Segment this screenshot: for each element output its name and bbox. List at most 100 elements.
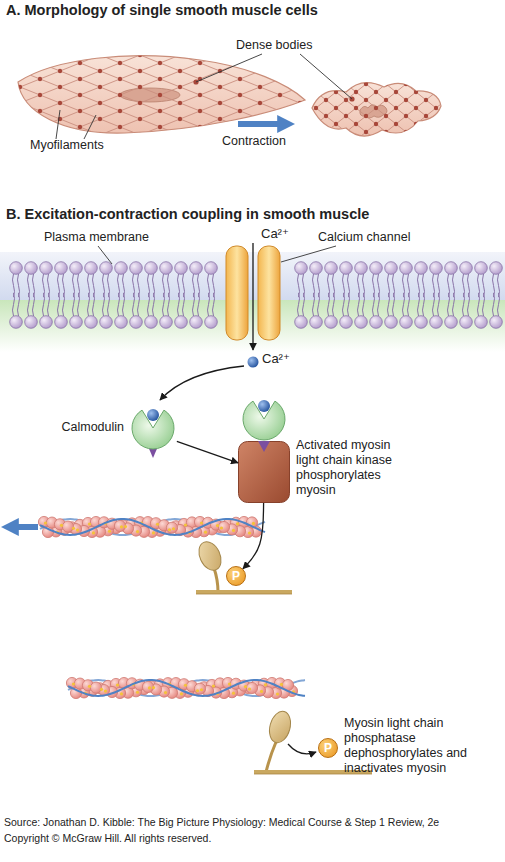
dense-body [424,130,428,134]
dense-body [364,98,368,102]
dense-body [404,130,408,134]
lipid-head [40,262,53,275]
dense-body [138,85,142,89]
dense-body [218,101,222,105]
myofilament [0,0,505,279]
myofilament [0,0,505,423]
myofilament [0,0,505,468]
lipid-head [385,262,398,275]
myofilament [0,0,456,172]
binding-site [92,531,95,534]
myofilament [0,0,505,215]
contraction-arrow [238,121,288,127]
myofilament [0,0,505,359]
dense-body [138,133,142,137]
myofilament [0,0,505,444]
myofilament [0,0,505,359]
dense-body [218,53,222,57]
lipid-head [490,316,503,329]
myofilament [0,0,505,399]
lipid-head [445,262,458,275]
dense-body [158,125,162,129]
myofilament [206,0,505,452]
dense-body [198,125,202,129]
myofilament [0,0,505,228]
myofilament [36,0,505,380]
dense-body [18,53,22,57]
actin-filament [38,516,265,537]
dense-body [334,74,338,78]
lipid-tail [178,293,185,316]
section-heading: B. Excitation-contraction coupling in sm… [6,206,369,223]
lipid-tail [448,293,455,316]
dense-body [298,69,302,73]
actin-monomer [246,682,257,693]
myofilament [0,0,376,108]
myofilament [0,0,505,375]
dense-body [374,106,378,110]
myofilament [346,84,505,564]
lipid-head [40,316,53,329]
myofilament [0,0,505,391]
dense-body [404,114,408,118]
dense-body [394,106,398,110]
lipid-tail [298,293,305,316]
myofilament [0,0,505,415]
lipid-head [10,316,23,329]
myofilament [156,0,505,284]
dense-body [98,53,102,57]
enzyme-label: Myosin light chain phosphatase dephospho… [344,716,494,776]
dense-body [118,109,122,113]
myofilament [0,0,505,276]
myofilament [0,0,505,455]
dense-body [434,138,438,142]
myofilament [0,0,505,412]
myofilament [276,28,505,508]
dense-body [38,77,42,81]
dense-body [18,133,22,137]
binding-site [172,527,175,530]
lipid-tail [463,293,470,316]
myofilament [0,0,505,367]
dense-body [314,122,318,126]
binding-site [164,691,167,694]
dense-body [414,106,418,110]
dense-body [314,138,318,142]
lipid-bilayer [10,262,503,329]
dense-body [334,138,338,142]
myofilament [326,0,505,148]
part-label: Dense bodies [236,38,312,53]
binding-site [248,531,251,534]
myofilament [0,0,505,407]
dense-body [58,69,62,73]
dense-body [58,101,62,105]
myofilament [0,0,505,463]
binding-site [244,685,247,688]
calmodulin-shape [128,405,178,461]
dense-body [434,106,438,110]
myofilament [0,0,505,252]
phosphate-group: P [318,738,338,758]
myofilament-lattice [0,0,505,588]
myofilament [226,0,505,228]
dense-body [434,90,438,94]
myofilament [316,0,505,156]
dense-body [374,138,378,142]
myofilament [0,0,360,175]
binding-site [120,525,123,528]
dense-body [218,133,222,137]
dense-body [324,82,328,86]
actin-monomer [142,681,153,692]
myofilament [0,0,505,199]
dense-body [18,117,22,121]
part-label: Myofilaments [30,138,104,153]
dense-body [424,82,428,86]
calcium-influx-arrow [252,243,253,350]
lipid-tail [433,293,440,316]
dense-body [278,93,282,97]
lipid-head [205,316,218,329]
binding-site [152,686,155,689]
myofilament [0,28,476,508]
lipid-head [55,316,68,329]
dense-body [258,85,262,89]
